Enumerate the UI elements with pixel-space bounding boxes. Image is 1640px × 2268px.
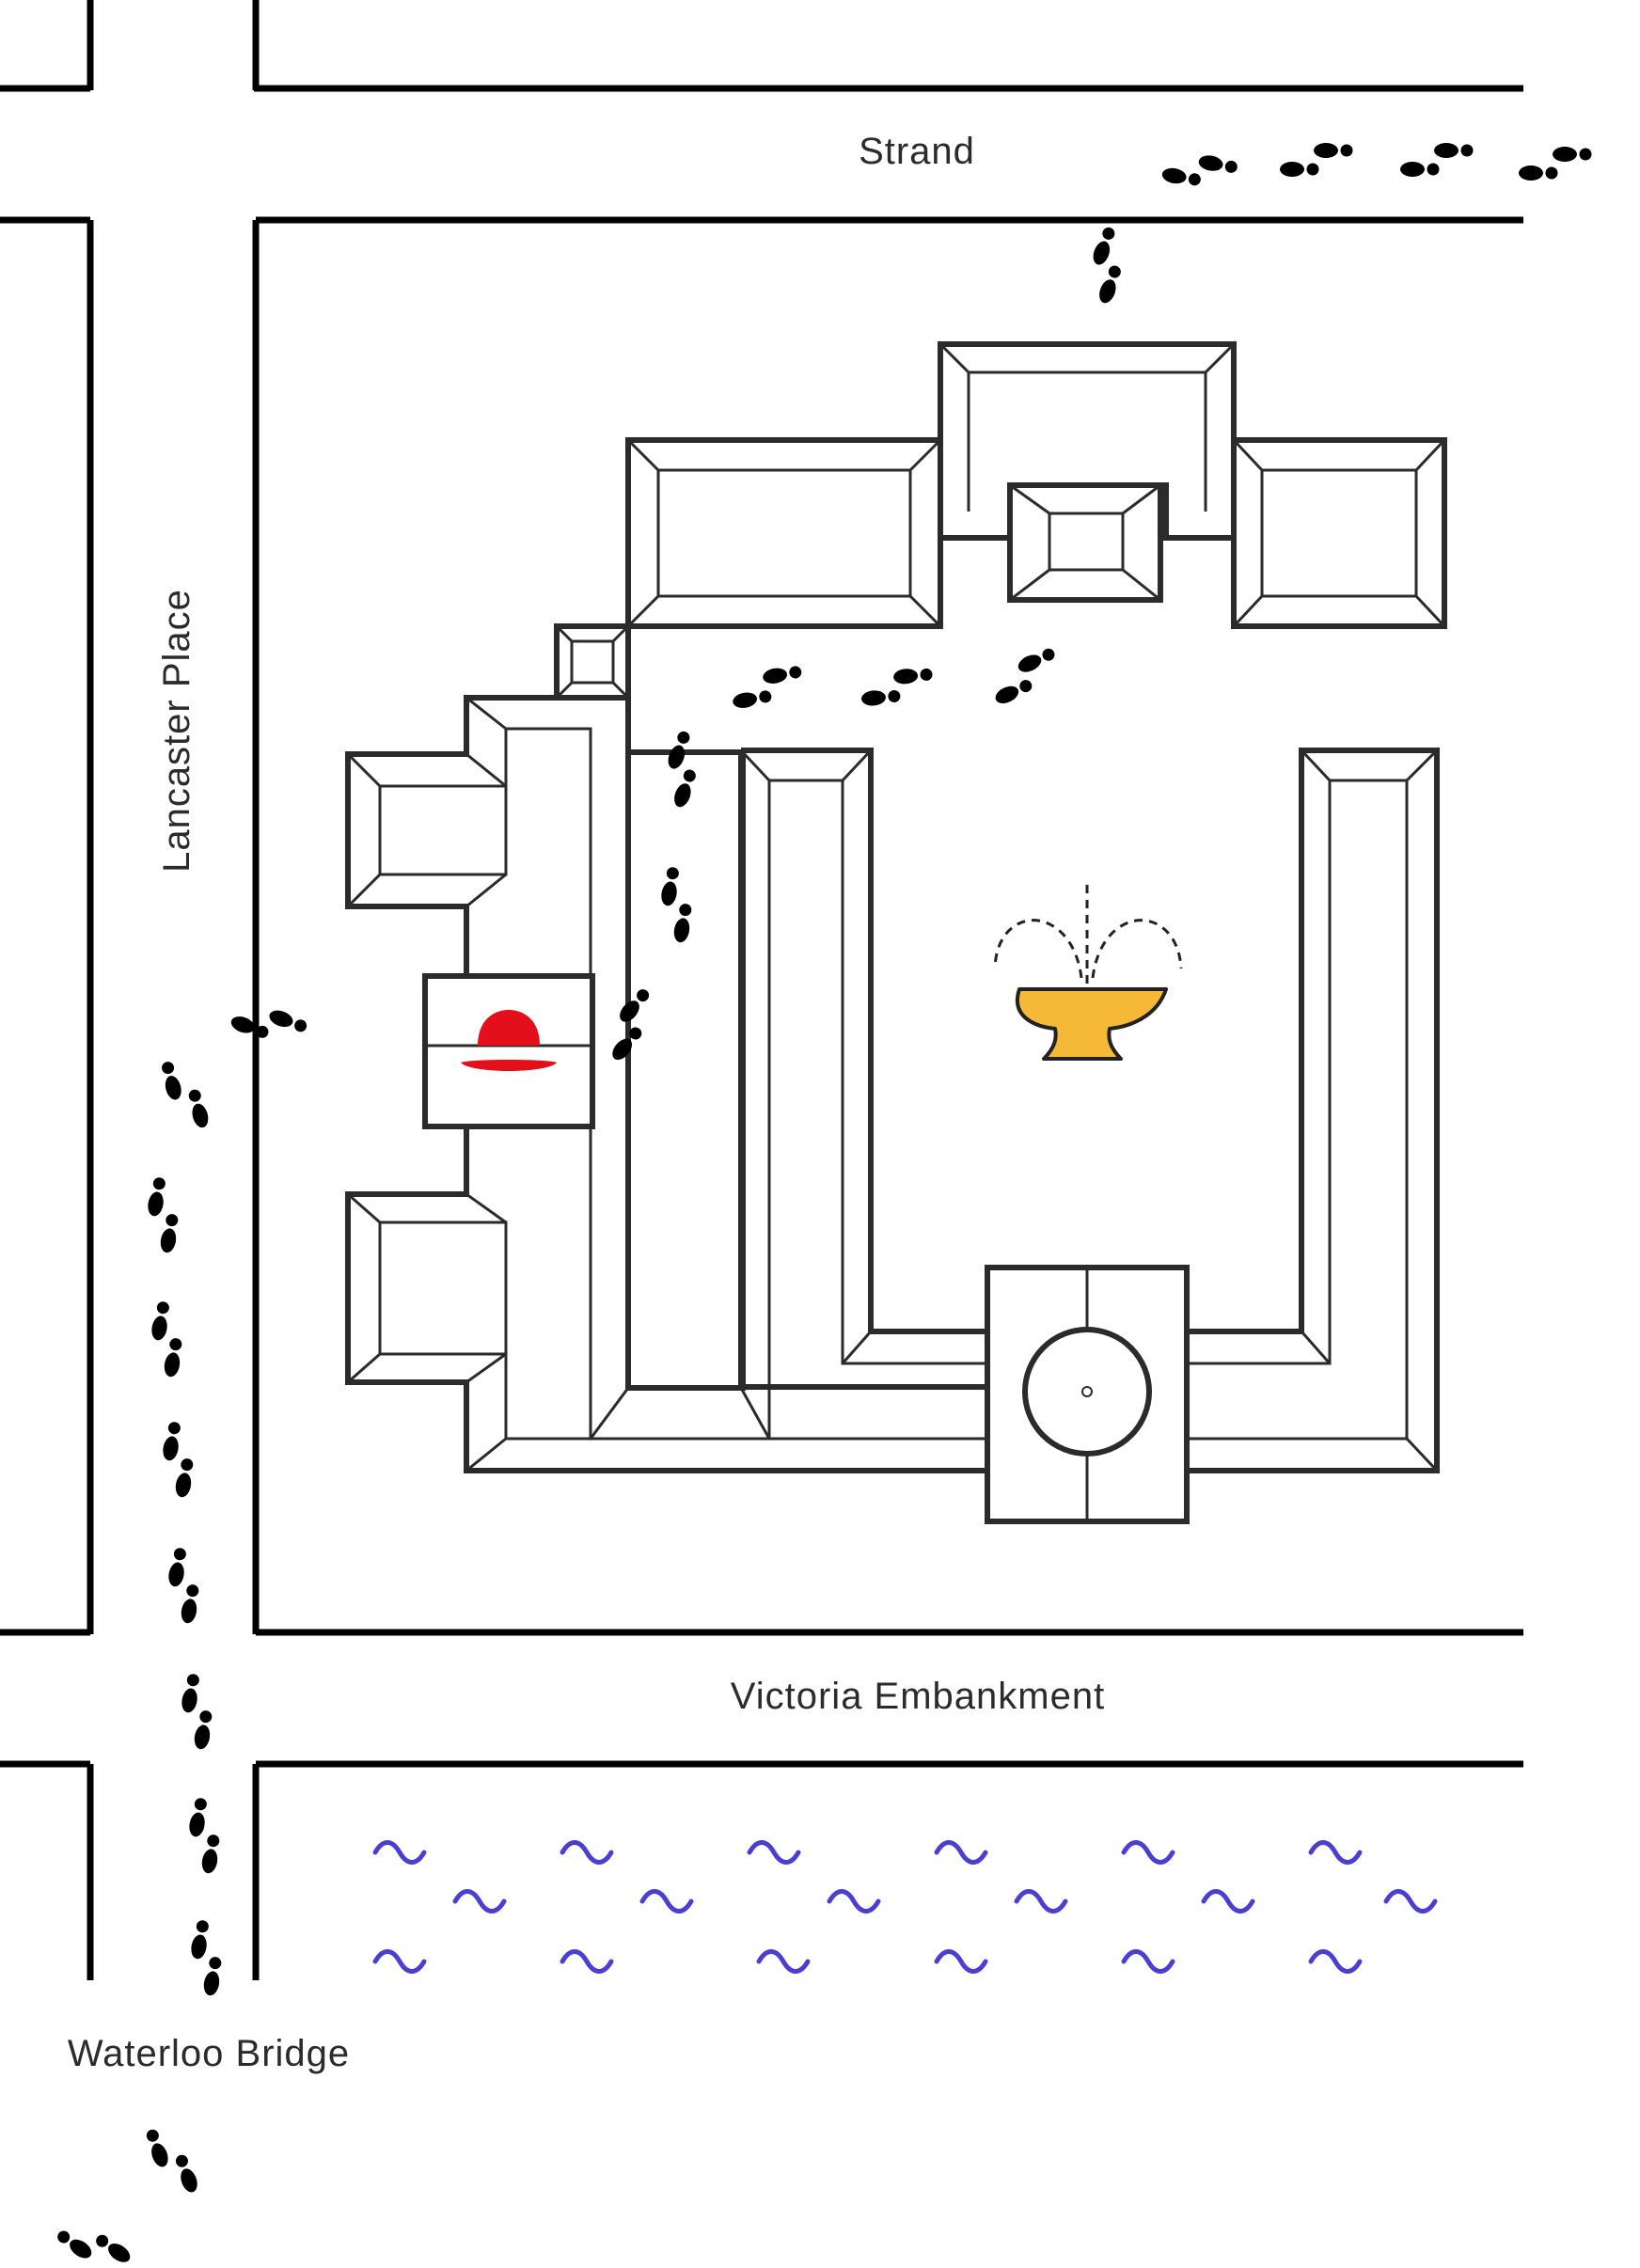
south-gatehouse: [985, 1265, 1190, 1524]
footprints-icon: [1280, 143, 1353, 177]
water-wave-icon: [1311, 1952, 1360, 1972]
water-wave-icon: [759, 1952, 808, 1972]
street-label-lancaster-place: Lancaster Place: [156, 589, 197, 873]
water-wave-icon: [455, 1892, 504, 1912]
footprints-icon: [654, 730, 710, 810]
footprints-icon: [159, 1055, 211, 1134]
footprints-icon: [183, 1919, 229, 1997]
water-wave-icon: [937, 1952, 986, 1972]
footprints-icon: [985, 645, 1064, 706]
water-wave-icon: [1124, 1952, 1173, 1972]
water-wave-icon: [749, 1843, 798, 1863]
footprints-icon: [55, 2212, 134, 2268]
courtyard-ranges: [738, 748, 1440, 1473]
footprints-icon: [1400, 143, 1474, 177]
footprints-icon: [181, 1797, 228, 1875]
water-wave-icon: [1311, 1843, 1360, 1863]
footprints-icon: [654, 866, 700, 944]
water-wave-icon: [1017, 1892, 1065, 1912]
street-label-victoria-embankment: Victoria Embankment: [731, 1676, 1105, 1717]
street-label-waterloo-bridge: Waterloo Bridge: [68, 2033, 350, 2074]
water-thames: [375, 1843, 1435, 1972]
footprints-icon: [144, 2121, 200, 2201]
water-wave-icon: [375, 1843, 424, 1863]
footprints-icon: [155, 1421, 201, 1499]
fountain-icon[interactable]: [993, 880, 1183, 1061]
water-wave-icon: [375, 1952, 424, 1972]
road-edges: [0, 0, 1523, 1980]
footprints-icon: [1160, 148, 1238, 194]
footprints-icon: [1519, 147, 1592, 181]
water-wave-icon: [642, 1892, 691, 1912]
water-wave-icon: [1124, 1843, 1173, 1863]
footprints-icon: [161, 1547, 207, 1625]
water-wave-icon: [1386, 1892, 1435, 1912]
footprints-icon: [174, 1673, 220, 1751]
footprints-icon: [144, 1300, 190, 1378]
footprints-icon: [1079, 226, 1135, 306]
water-wave-icon: [562, 1952, 611, 1972]
bowler-hat-icon: [461, 1010, 557, 1071]
north-range: [554, 341, 1447, 701]
footprints-icon: [728, 664, 806, 710]
footprints-icon: [140, 1176, 186, 1254]
water-wave-icon: [937, 1843, 986, 1863]
water-wave-icon: [1204, 1892, 1253, 1912]
hat-box[interactable]: [422, 973, 595, 1129]
water-wave-icon: [829, 1892, 878, 1912]
footprints-icon: [859, 667, 935, 707]
west-inner-range: [591, 695, 746, 1391]
footprints-icon: [229, 996, 308, 1052]
street-label-strand: Strand: [859, 131, 975, 172]
water-wave-icon: [562, 1843, 611, 1863]
